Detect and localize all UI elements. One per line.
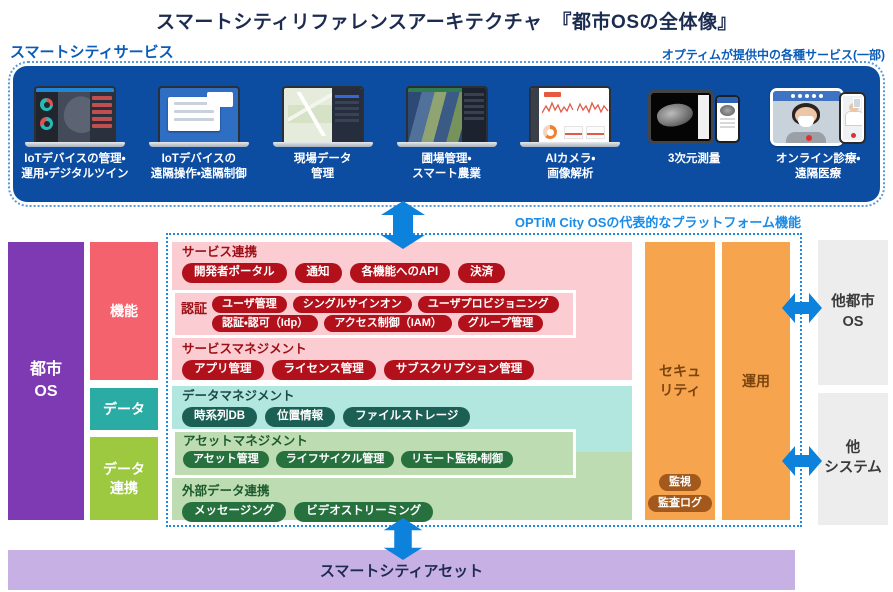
data-management-section: データマネジメント 時系列DB 位置情報 ファイルストレージ — [172, 389, 632, 427]
pill-audit-log: 監査ログ — [648, 494, 712, 512]
layer-data-box: データ — [90, 388, 158, 430]
layer-data-link-box: データ 連携 — [90, 437, 158, 520]
tablet-3d-survey-icon — [648, 81, 741, 147]
service-caption: 圃場管理・ スマート農業 — [412, 153, 481, 180]
pill-api: 各機能へのAPI — [349, 263, 451, 283]
pill-monitoring: 監視 — [659, 474, 701, 491]
pill-group-management: グループ管理 — [457, 314, 544, 332]
service-management-section: サービスマネジメント アプリ管理 ライセンス管理 サブスクリプション管理 — [172, 342, 632, 380]
service-item-3d-survey: 3次元測量 — [632, 66, 756, 202]
pill-idp: 認証・認可（Idp） — [212, 314, 319, 332]
bidirectional-arrow-other-system-icon — [781, 446, 823, 476]
provider-note-label: オプティムが提供中の各種サービス(一部) — [661, 48, 885, 62]
services-panel: IoTデバイスの管理・ 運用・デジタルツイン IoTデバイスの 遠隔操作・遠隔制… — [13, 66, 880, 202]
service-caption: IoTデバイスの 遠隔操作・遠隔制御 — [150, 153, 247, 180]
city-os-box: 都市 OS — [8, 242, 84, 520]
pill-asset-management: アセット管理 — [183, 451, 269, 468]
security-column: セキュ リティ — [645, 242, 715, 520]
pill-notification: 通知 — [294, 263, 342, 283]
security-label: セキュ リティ — [659, 363, 701, 398]
bidirectional-arrow-services-platform-icon — [380, 201, 426, 249]
other-system-box: 他 システム — [818, 393, 888, 525]
service-item-smart-agriculture: 圃場管理・ スマート農業 — [385, 66, 509, 202]
section-title: 認証 — [181, 301, 208, 316]
pill-iam: アクセス制御（IAM） — [324, 314, 452, 332]
pill-lifecycle-management: ライフサイクル管理 — [275, 451, 395, 468]
pill-file-storage: ファイルストレージ — [343, 407, 471, 427]
pill-subscription-management: サブスクリプション管理 — [383, 360, 535, 380]
service-item-field-data: 現場データ 管理 — [261, 66, 385, 202]
laptop-field-data-icon — [272, 81, 373, 147]
service-item-remote-control: IoTデバイスの 遠隔操作・遠隔制御 — [137, 66, 261, 202]
security-pills: 監視 監査ログ — [645, 474, 715, 512]
service-caption: オンライン診療・ 遠隔医療 — [775, 153, 861, 180]
page-title: スマートシティリファレンスアーキテクチャ 『都市OSの全体像』 — [155, 12, 738, 33]
tablet-telemedicine-icon — [770, 81, 867, 147]
section-title: サービス連携 — [182, 245, 258, 259]
pill-timeseries-db: 時系列DB — [182, 407, 258, 427]
service-caption: 現場データ 管理 — [293, 153, 352, 180]
operation-column: 運用 — [722, 242, 790, 520]
section-title: データマネジメント — [182, 389, 295, 403]
pill-developer-portal: 開発者ポータル — [182, 263, 287, 283]
service-caption: 3次元測量 — [668, 153, 721, 165]
pill-user-management: ユーザ管理 — [212, 296, 287, 313]
pill-location-info: 位置情報 — [265, 407, 336, 427]
pill-remote-monitoring: リモート監視・制御 — [401, 451, 513, 468]
asset-management-section: アセットマネジメント アセット管理 ライフサイクル管理 リモート監視・制御 — [172, 429, 576, 478]
external-data-section: 外部データ連携 メッセージング ビデオストリーミング — [172, 484, 632, 522]
section-title: アセットマネジメント — [183, 434, 308, 448]
services-section-label: スマートシティサービス — [10, 44, 174, 61]
service-collaboration-section: サービス連携 開発者ポータル 通知 各機能へのAPI 決済 — [172, 245, 632, 283]
pill-messaging: メッセージング — [182, 502, 287, 522]
platform-label: OPTiM City OSの代表的なプラットフォーム機能 — [514, 215, 801, 230]
pill-single-sign-on: シングルサインオン — [292, 296, 412, 313]
pill-user-provisioning: ユーザプロビジョニング — [417, 296, 559, 313]
auth-section: 認証 ユーザ管理 シングルサインオン ユーザプロビジョニング 認証・認可（Idp… — [172, 290, 576, 338]
platform-boundary — [166, 233, 802, 527]
service-caption: IoTデバイスの管理・ 運用・デジタルツイン — [21, 153, 129, 180]
bidirectional-arrow-other-city-icon — [781, 293, 823, 323]
services-band: IoTデバイスの管理・ 運用・デジタルツイン IoTデバイスの 遠隔操作・遠隔制… — [8, 61, 885, 207]
laptop-remote-control-icon — [148, 81, 249, 147]
service-caption: AIカメラ・ 画像解析 — [545, 153, 596, 180]
asset-bar-label: スマートシティアセット — [319, 562, 484, 580]
service-item-iot-management: IoTデバイスの管理・ 運用・デジタルツイン — [13, 66, 137, 202]
other-city-os-box: 他都市 OS — [818, 240, 888, 385]
laptop-smart-agriculture-icon — [396, 81, 497, 147]
section-title: 外部データ連携 — [182, 484, 270, 498]
service-item-telemedicine: オンライン診療・ 遠隔医療 — [756, 66, 880, 202]
pill-payment: 決済 — [458, 263, 506, 283]
layer-function-box: 機能 — [90, 242, 158, 380]
pill-app-management: アプリ管理 — [182, 360, 264, 380]
pill-license-management: ライセンス管理 — [271, 360, 376, 380]
bidirectional-arrow-platform-assets-icon — [380, 518, 426, 560]
service-item-ai-camera: AIカメラ・ 画像解析 — [508, 66, 632, 202]
section-title: サービスマネジメント — [182, 342, 307, 356]
pill-video-streaming: ビデオストリーミング — [294, 502, 434, 522]
laptop-iot-digital-twin-icon — [24, 81, 125, 147]
operation-label: 運用 — [742, 372, 770, 389]
laptop-ai-camera-icon — [520, 81, 621, 147]
